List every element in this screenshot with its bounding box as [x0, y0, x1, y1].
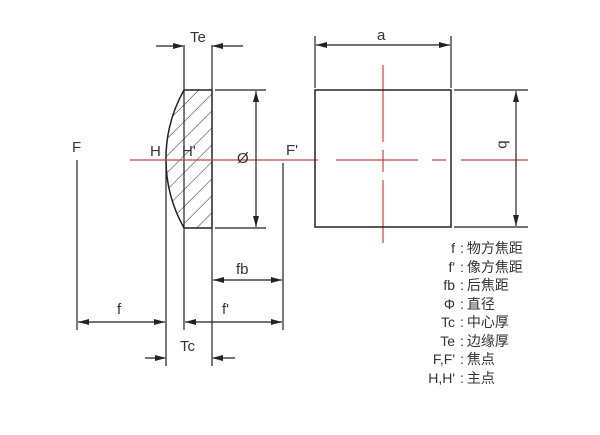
dim-fb	[213, 277, 282, 283]
legend-desc: 后焦距	[466, 277, 509, 294]
legend-row-Te: Te : 边缘厚	[403, 332, 523, 351]
legend-desc: 边缘厚	[466, 332, 509, 349]
legend-row-phi: Φ : 直径	[403, 295, 523, 314]
legend-symbol: Φ	[443, 295, 455, 312]
legend-desc: 直径	[466, 295, 495, 312]
legend-symbol: f	[451, 240, 455, 257]
dim-Te	[156, 43, 243, 49]
dim-a	[314, 36, 452, 88]
blank-square-outline	[314, 89, 452, 228]
extension-lines	[76, 45, 284, 366]
legend-row-f-prime: f' : 像方焦距	[403, 258, 523, 277]
legend-symbol: fb	[443, 277, 455, 294]
legend-desc: 物方焦距	[466, 240, 523, 257]
legend: f : 物方焦距 f' : 像方焦距 fb : 后焦距 Φ : 直径 Tc : …	[403, 239, 523, 387]
legend-separator: :	[460, 351, 464, 368]
legend-row-f: f : 物方焦距	[403, 239, 523, 258]
label-Te: Te	[190, 29, 206, 46]
label-Tc: Tc	[180, 338, 195, 355]
legend-separator: :	[460, 277, 464, 294]
legend-desc: 主点	[466, 369, 495, 386]
dim-diameter	[253, 91, 259, 227]
label-f-prime: f'	[222, 301, 230, 318]
label-focal-point-F: F	[72, 139, 82, 156]
label-b: b	[494, 140, 512, 149]
legend-row-FF: F,F' : 焦点	[403, 350, 523, 369]
legend-symbol: Te	[440, 332, 455, 349]
dim-b	[454, 89, 528, 228]
label-principal-point-H: H	[150, 143, 161, 160]
legend-symbol: H,H'	[428, 369, 455, 386]
legend-row-HH: H,H' : 主点	[403, 369, 523, 388]
legend-row-Tc: Tc : 中心厚	[403, 313, 523, 332]
legend-separator: :	[460, 314, 464, 331]
dim-Tc	[145, 355, 235, 361]
dim-f	[78, 319, 165, 325]
legend-separator: :	[460, 258, 464, 275]
legend-separator: :	[460, 369, 464, 386]
label-principal-point-H-prime: H'	[182, 143, 196, 160]
legend-desc: 焦点	[466, 351, 495, 368]
legend-symbol: Tc	[441, 314, 455, 331]
label-diameter-symbol: Ø	[237, 150, 249, 167]
legend-separator: :	[460, 240, 464, 257]
label-a: a	[377, 27, 386, 44]
label-focal-point-F-prime: F'	[286, 142, 299, 159]
legend-symbol: f'	[448, 258, 455, 275]
legend-row-fb: fb : 后焦距	[403, 276, 523, 295]
dim-f-prime	[185, 319, 282, 325]
legend-desc: 中心厚	[466, 314, 509, 331]
legend-symbol: F,F'	[432, 351, 455, 368]
label-f: f	[117, 301, 122, 318]
label-fb: fb	[236, 261, 249, 278]
legend-desc: 像方焦距	[466, 258, 523, 275]
legend-separator: :	[460, 295, 464, 312]
legend-separator: :	[460, 332, 464, 349]
